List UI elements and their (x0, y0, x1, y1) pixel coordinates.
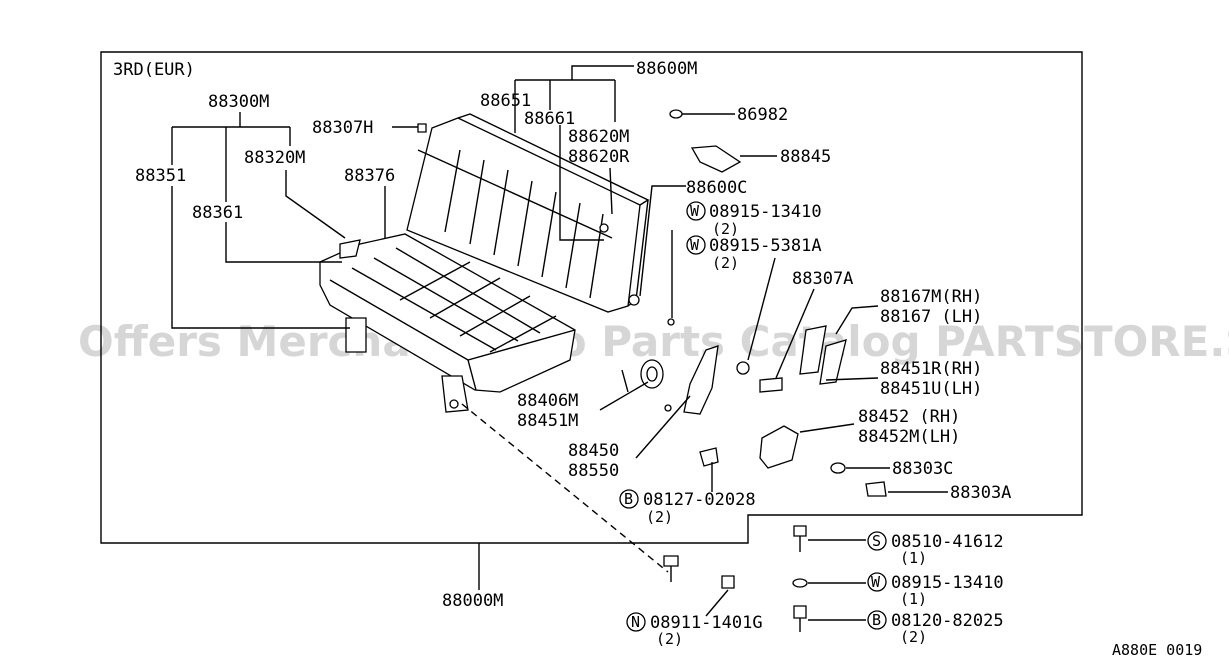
part-88600C: 88600C (686, 178, 747, 198)
nut-symbol-icon (626, 612, 646, 632)
washer-symbol-icon (686, 235, 706, 255)
part-88451R-rh: 88451R(RH) (880, 359, 982, 379)
part-88452M-lh: 88452M(LH) (858, 427, 960, 447)
variant-label: 3RD(EUR) (113, 60, 195, 80)
watermark: Offers Merchant Auto Parts Catalog PARTS… (78, 317, 1229, 366)
fastener-b1-symbol: B (624, 490, 633, 508)
fastener-w3-qty: (1) (900, 590, 927, 608)
fastener-n1-number: 08911-1401G (650, 613, 763, 633)
fastener-n1-symbol: N (631, 613, 640, 631)
fastener-n1-qty: (2) (656, 630, 683, 648)
washer-symbol-icon (686, 201, 706, 221)
fastener-w3-number: 08915-13410 (891, 573, 1004, 593)
fastener-w3-symbol: W (871, 573, 881, 591)
part-88000M: 88000M (442, 591, 503, 611)
part-88351: 88351 (135, 166, 186, 186)
part-88450: 88450 (568, 441, 619, 461)
part-88452-rh: 88452 (RH) (858, 407, 960, 427)
assembly-frame (100, 51, 1083, 544)
fastener-s1-symbol: S (872, 532, 881, 550)
fastener-w1-symbol: W (690, 202, 700, 220)
part-88550: 88550 (568, 461, 619, 481)
part-88661: 88661 (524, 109, 575, 129)
part-88620R: 88620R (568, 147, 630, 167)
fastener-w2-number: 08915-5381A (709, 236, 822, 256)
part-88307H: 88307H (312, 118, 373, 138)
part-88303A: 88303A (950, 483, 1011, 503)
part-86982: 86982 (737, 105, 788, 125)
part-88320M: 88320M (244, 148, 305, 168)
screw-symbol-icon (867, 531, 887, 551)
fastener-s1-qty: (1) (900, 549, 927, 567)
part-88451M: 88451M (517, 411, 578, 431)
figure-code: A880E 0019 (1112, 641, 1202, 659)
part-88620M: 88620M (568, 127, 629, 147)
fastener-w1-number: 08915-13410 (709, 202, 822, 222)
part-88845: 88845 (780, 147, 831, 167)
fastener-w2-symbol: W (690, 236, 700, 254)
part-88406M: 88406M (517, 391, 578, 411)
part-88376: 88376 (344, 166, 395, 186)
fastener-b2-qty: (2) (900, 628, 927, 646)
seat-back (406, 113, 650, 313)
hinge-parts (417, 109, 887, 497)
part-88451U-lh: 88451U(LH) (880, 379, 982, 399)
fastener-w1-qty: (2) (712, 220, 739, 238)
part-88361: 88361 (192, 203, 243, 223)
part-labels: 88600M 88651 88661 88620M 88620R 86982 8… (135, 59, 1011, 611)
fastener-labels: W 08915-13410 (2) W 08915-5381A (2) B 08… (619, 201, 1004, 648)
fastener-s1-number: 08510-41612 (891, 532, 1004, 552)
seat-cushion (319, 233, 576, 393)
fastener-b1-number: 08127-02028 (643, 490, 756, 510)
fastener-b2-symbol: B (872, 611, 881, 629)
part-88651: 88651 (480, 91, 531, 111)
fastener-w2-qty: (2) (712, 254, 739, 272)
part-88167-lh: 88167 (LH) (880, 307, 982, 327)
seat-legs (345, 317, 469, 413)
leader-lines (171, 65, 948, 621)
part-88300M: 88300M (208, 92, 269, 112)
washer-symbol-icon (867, 572, 887, 592)
bolt-symbol-icon (867, 610, 887, 630)
bolt-symbol-icon (619, 489, 639, 509)
fastener-b2-number: 08120-82025 (891, 611, 1004, 631)
part-88167M-rh: 88167M(RH) (880, 287, 982, 307)
part-88307A: 88307A (792, 269, 853, 289)
part-88303C: 88303C (892, 459, 953, 479)
fastener-b1-qty: (2) (646, 508, 673, 526)
part-88600M: 88600M (636, 59, 697, 79)
loose-fasteners (663, 525, 808, 632)
